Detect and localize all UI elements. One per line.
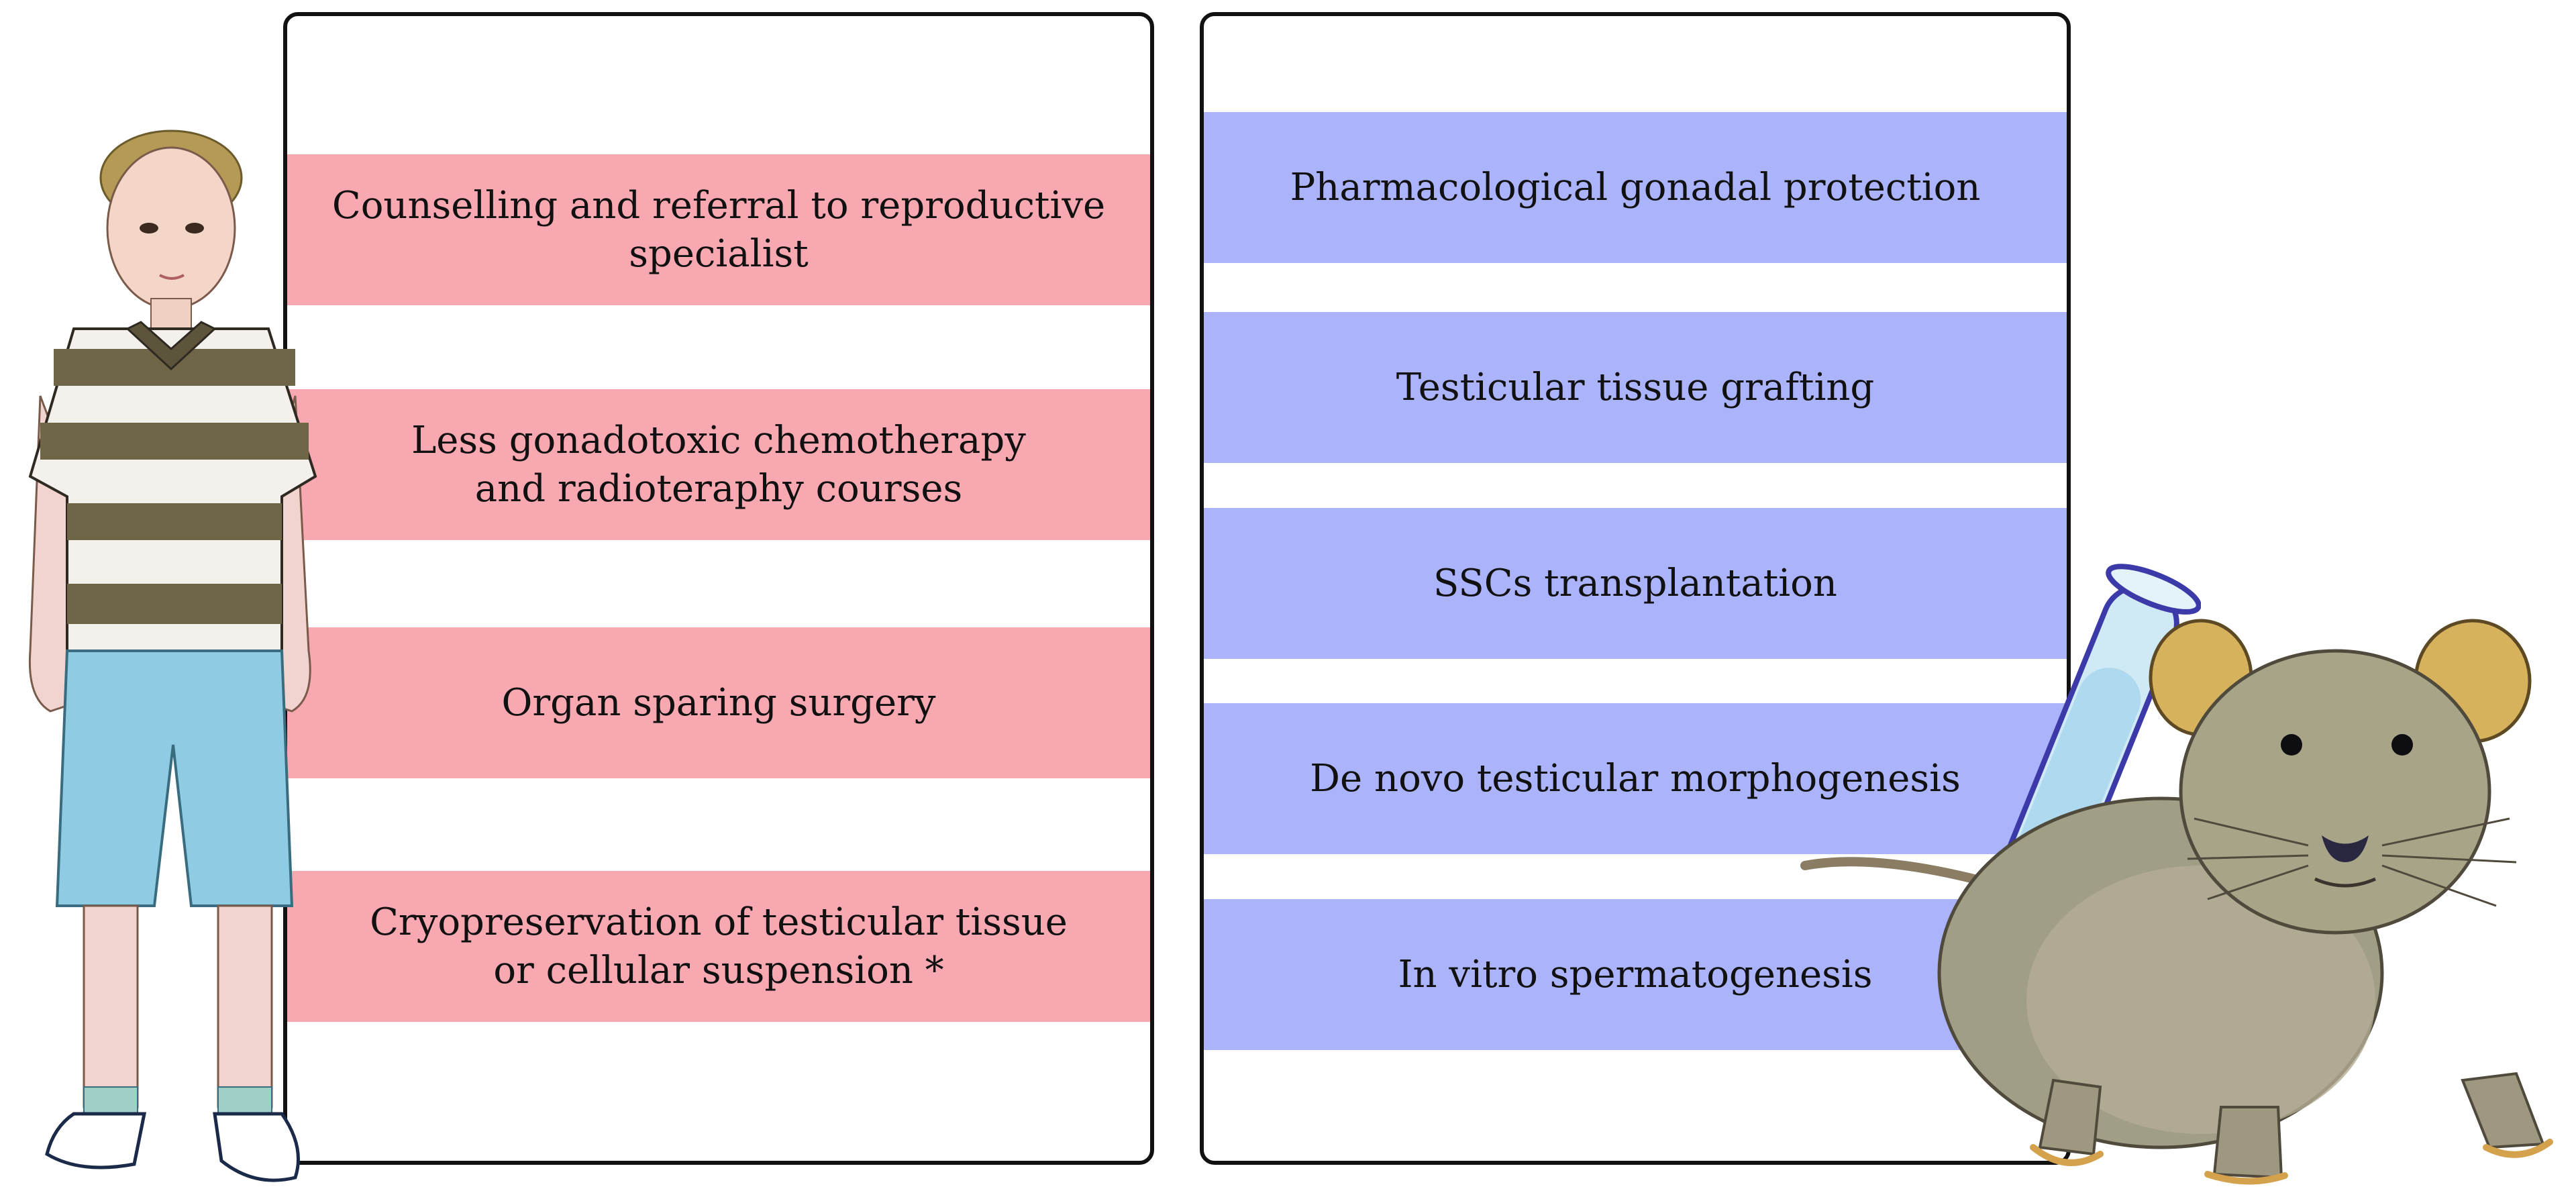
- mouse-illustration: [1800, 619, 2553, 1185]
- option-label: Organ sparing surgery: [501, 680, 936, 725]
- option-band-pharmacological: Pharmacological gonadal protection: [1204, 112, 2067, 263]
- option-label: Testicular tissue grafting: [1396, 365, 1875, 409]
- option-band-in-vitro-spermatogenesis: In vitro spermatogenesis: [1204, 899, 2067, 1050]
- option-label: SSCs transplantation: [1433, 561, 1837, 605]
- option-band-grafting: Testicular tissue grafting: [1204, 312, 2067, 463]
- option-label: In vitro spermatogenesis: [1398, 952, 1873, 996]
- option-band-cryopreservation: Cryopreservation of testicular tissue or…: [287, 871, 1150, 1022]
- option-label: Less gonadotoxic chemotherapy and radiot…: [411, 419, 1026, 511]
- option-band-counselling: Counselling and referral to reproductive…: [287, 154, 1150, 305]
- option-band-less-gonadotoxic: Less gonadotoxic chemotherapy and radiot…: [287, 389, 1150, 540]
- option-label: De novo testicular morphogenesis: [1310, 756, 1961, 800]
- option-band-organ-sparing: Organ sparing surgery: [287, 627, 1150, 778]
- option-label: Cryopreservation of testicular tissue or…: [370, 900, 1068, 992]
- option-label: Counselling and referral to reproductive…: [331, 184, 1106, 276]
- option-band-de-novo-morphogenesis: De novo testicular morphogenesis: [1204, 703, 2067, 854]
- option-label: Pharmacological gonadal protection: [1290, 165, 1981, 209]
- option-band-ssc-transplantation: SSCs transplantation: [1204, 508, 2067, 659]
- boy-illustration: [28, 129, 317, 1182]
